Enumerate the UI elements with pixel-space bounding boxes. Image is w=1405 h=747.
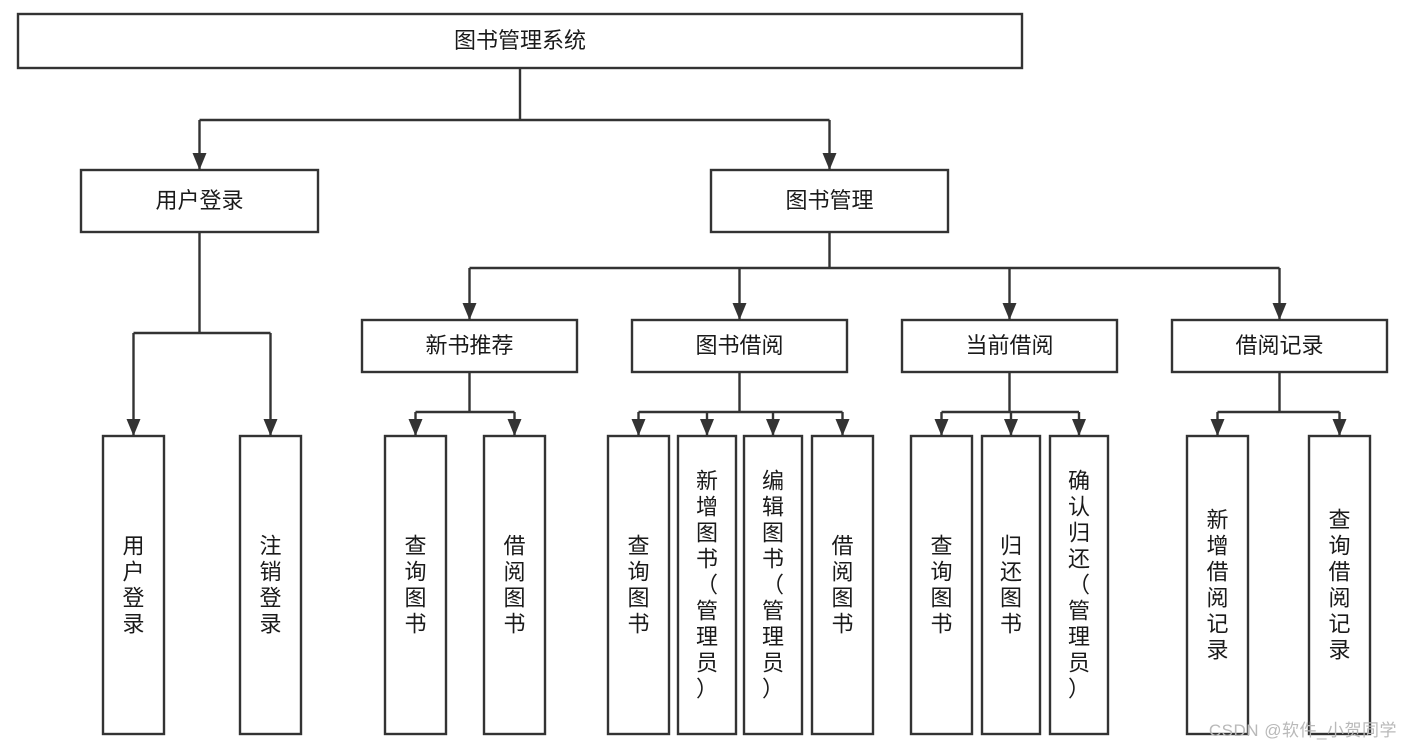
arrow-head-icon [1272, 303, 1287, 320]
node-leaf-add-book-admin[interactable]: 新增图书（管理员） [676, 434, 738, 736]
node-leaf-confirm-return-admin[interactable]: 确认归还（管理员） [1048, 434, 1110, 736]
node-box [909, 434, 974, 736]
node-box [980, 434, 1042, 736]
node-box [360, 318, 579, 374]
arrow-head-icon [1004, 419, 1018, 436]
node-leaf-query-book-3[interactable]: 查询图书 [909, 434, 974, 736]
arrow-head-icon [934, 419, 949, 436]
node-box [900, 318, 1119, 374]
node-leaf-add-borrow-record[interactable]: 新增借阅记录 [1185, 434, 1250, 736]
node-box [606, 434, 671, 736]
node-label: 新书推荐 [425, 333, 513, 358]
node-label: 新增图书（管理员） [696, 468, 718, 701]
node-box [742, 434, 804, 736]
arrow-head-icon [822, 153, 837, 170]
node-leaf-logout-login[interactable]: 注销登录 [238, 434, 303, 736]
edge-group-user-login [126, 232, 278, 436]
arrow-head-icon [631, 419, 646, 436]
node-leaf-borrow-book-1[interactable]: 借阅图书 [482, 434, 547, 736]
node-leaf-return-book[interactable]: 归还图书 [980, 434, 1042, 736]
node-label: 图书管理 [785, 188, 873, 213]
arrow-head-icon [462, 303, 477, 320]
node-box [16, 12, 1024, 70]
node-box [383, 434, 448, 736]
node-label: 查询图书 [930, 533, 952, 636]
node-label: 用户登录 [122, 533, 144, 636]
node-box [810, 434, 875, 736]
node-box [1185, 434, 1250, 736]
edge-group-root [192, 68, 837, 170]
node-label: 注销登录 [259, 533, 281, 636]
arrow-head-icon [1002, 303, 1017, 320]
arrow-head-icon [766, 419, 780, 436]
csdn-watermark: CSDN @软件_小贺同学 [1208, 721, 1397, 740]
arrow-head-icon [1210, 419, 1225, 436]
node-book-borrow[interactable]: 图书借阅 [630, 318, 849, 374]
node-leaf-edit-book-admin[interactable]: 编辑图书（管理员） [742, 434, 804, 736]
arrow-head-icon [835, 419, 850, 436]
node-box [676, 434, 738, 736]
edge-group-book-borrow [631, 372, 850, 436]
arrow-head-icon [700, 419, 714, 436]
node-current-borrow[interactable]: 当前借阅 [900, 318, 1119, 374]
node-new-book-recommend[interactable]: 新书推荐 [360, 318, 579, 374]
node-label: 当前借阅 [965, 333, 1053, 358]
node-box [238, 434, 303, 736]
node-label: 查询借阅记录 [1328, 507, 1350, 662]
node-label: 查询图书 [627, 533, 649, 636]
node-label: 确认归还（管理员） [1068, 468, 1090, 701]
arrow-head-icon [507, 419, 522, 436]
node-box [1307, 434, 1372, 736]
node-box [630, 318, 849, 374]
node-root-图书管理系统[interactable]: 图书管理系统 [16, 12, 1024, 70]
node-leaf-query-book-2[interactable]: 查询图书 [606, 434, 671, 736]
node-box [79, 168, 320, 234]
node-boxes-group: 图书管理系统用户登录图书管理新书推荐图书借阅当前借阅借阅记录用户登录注销登录查询… [16, 12, 1389, 736]
arrow-head-icon [408, 419, 423, 436]
edge-group-current-borrow [934, 372, 1086, 436]
node-box [1170, 318, 1389, 374]
node-label: 图书借阅 [695, 333, 783, 358]
arrow-head-icon [192, 153, 207, 170]
node-borrow-record[interactable]: 借阅记录 [1170, 318, 1389, 374]
arrow-head-icon [126, 419, 141, 436]
node-label: 借阅图书 [503, 533, 525, 636]
node-box [1048, 434, 1110, 736]
edge-group-book-manage [462, 232, 1287, 320]
node-label: 查询图书 [404, 533, 426, 636]
edge-group-borrow-record [1210, 372, 1347, 436]
node-book-manage[interactable]: 图书管理 [709, 168, 950, 234]
node-label: 借阅记录 [1235, 333, 1323, 358]
node-leaf-query-book-1[interactable]: 查询图书 [383, 434, 448, 736]
connector-lines-group [126, 68, 1347, 436]
node-box [482, 434, 547, 736]
arrow-head-icon [263, 419, 278, 436]
node-label: 图书管理系统 [454, 28, 586, 53]
node-label: 借阅图书 [831, 533, 853, 636]
node-leaf-query-borrow-record[interactable]: 查询借阅记录 [1307, 434, 1372, 736]
edge-group-new-book-recommend [408, 372, 522, 436]
arrow-head-icon [732, 303, 747, 320]
node-box [101, 434, 166, 736]
arrow-head-icon [1332, 419, 1347, 436]
node-label: 编辑图书（管理员） [762, 468, 784, 701]
node-label: 归还图书 [1000, 533, 1022, 636]
node-user-login[interactable]: 用户登录 [79, 168, 320, 234]
node-leaf-user-login[interactable]: 用户登录 [101, 434, 166, 736]
node-box [709, 168, 950, 234]
node-label: 新增借阅记录 [1206, 507, 1228, 662]
node-leaf-borrow-book-2[interactable]: 借阅图书 [810, 434, 875, 736]
arrow-head-icon [1072, 419, 1086, 436]
node-label: 用户登录 [155, 188, 243, 213]
